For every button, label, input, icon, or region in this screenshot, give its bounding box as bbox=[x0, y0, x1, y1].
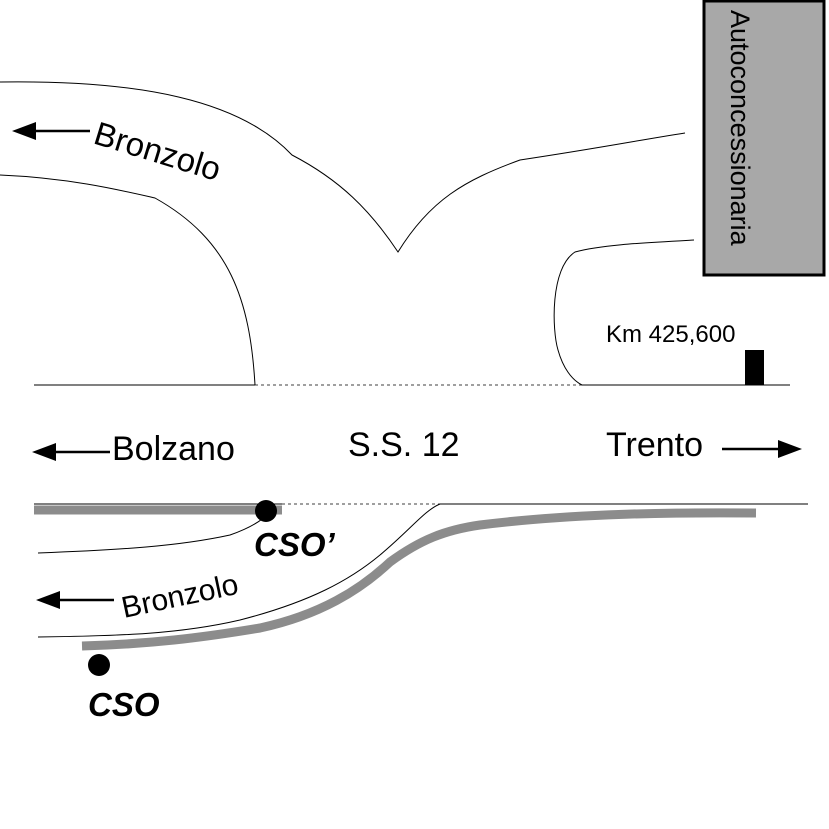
left-direction: Bolzano bbox=[32, 430, 235, 468]
building: Autoconcessionaria bbox=[702, 0, 826, 277]
road-name-label: S.S. 12 bbox=[348, 426, 460, 464]
cso-prime-dot-icon bbox=[255, 500, 277, 522]
right-direction: Trento bbox=[606, 426, 802, 464]
building-label: Autoconcessionaria bbox=[725, 10, 755, 247]
right-arrowhead-icon bbox=[778, 440, 802, 458]
lower-branch-arrowhead-icon bbox=[36, 591, 60, 609]
barrier-lower bbox=[81, 508, 757, 651]
upper-branch-top-edge bbox=[0, 81, 686, 253]
lower-branch-direction: Bronzolo bbox=[36, 568, 241, 625]
right-direction-label: Trento bbox=[606, 426, 703, 464]
kilometre-marker-label: Km 425,600 bbox=[606, 321, 735, 348]
lower-branch-lower-edge bbox=[37, 503, 441, 638]
upper-branch-bottom-edge bbox=[0, 174, 256, 386]
building-shape bbox=[702, 0, 826, 277]
upper-branch-direction: Bronzolo bbox=[12, 114, 225, 188]
right-access-edge bbox=[553, 239, 695, 386]
cso-dot-icon bbox=[88, 654, 110, 676]
cso-label: CSO bbox=[88, 686, 160, 723]
left-arrowhead-icon bbox=[32, 443, 56, 461]
upper-branch-arrowhead-icon bbox=[12, 122, 36, 140]
lower-branch-label: Bronzolo bbox=[119, 568, 242, 625]
kilometre-post-icon bbox=[745, 350, 764, 385]
left-direction-label: Bolzano bbox=[112, 430, 235, 468]
lower-branch-upper-edge bbox=[37, 513, 269, 554]
cso-prime-label: CSO’ bbox=[254, 526, 336, 563]
upper-branch-label: Bronzolo bbox=[90, 114, 225, 187]
